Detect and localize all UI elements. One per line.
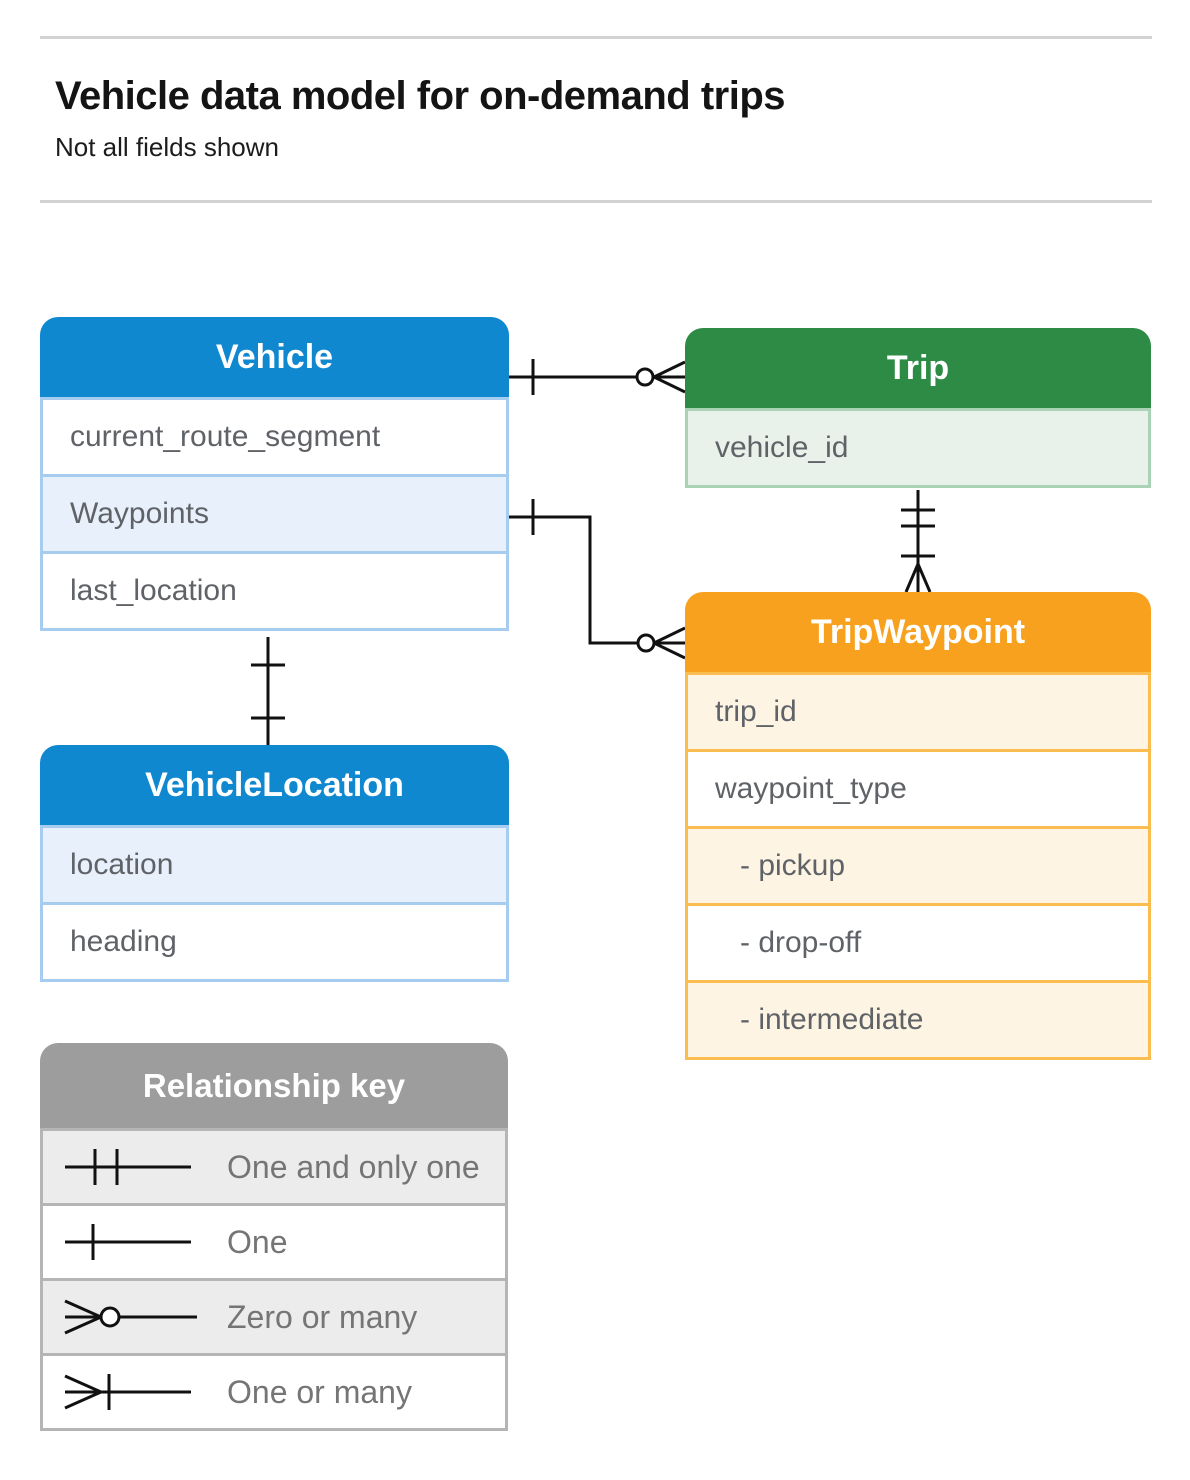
legend-label: One xyxy=(227,1223,288,1260)
crow-foot xyxy=(904,563,932,593)
vehicle-vehiclelocation-connector xyxy=(251,637,285,745)
page-title: Vehicle data model for on-demand trips xyxy=(55,74,786,118)
vehicle-entity-title: Vehicle xyxy=(40,317,509,397)
legend-item-one-or-many: One or many xyxy=(40,1353,508,1431)
crow-foot xyxy=(653,360,686,394)
vehicle-field-last-location: last_location xyxy=(40,551,509,631)
vehicle-entity: Vehicle current_route_segment Waypoints … xyxy=(40,317,509,631)
one-and-only-one-icon xyxy=(65,1149,191,1185)
header-divider xyxy=(40,200,1152,203)
trip-waypoint-entity: TripWaypoint trip_id waypoint_type - pic… xyxy=(685,592,1151,1060)
trip-tripwaypoint-connector xyxy=(901,490,935,593)
trip-waypoint-value-drop-off: - drop-off xyxy=(685,903,1151,983)
top-divider xyxy=(40,36,1152,39)
trip-waypoint-value-pickup: - pickup xyxy=(685,826,1151,906)
crow-foot xyxy=(653,626,686,660)
relationship-key: Relationship key One and only one One xyxy=(40,1043,508,1431)
zero-circle xyxy=(636,633,656,653)
one-icon xyxy=(65,1224,191,1260)
vehicle-field-current-route-segment: current_route_segment xyxy=(40,397,509,477)
legend-label: Zero or many xyxy=(227,1298,418,1335)
zero-circle xyxy=(635,367,655,387)
trip-waypoint-value-intermediate: - intermediate xyxy=(685,980,1151,1060)
vehicle-location-field-location: location xyxy=(40,825,509,905)
vehicle-location-entity: VehicleLocation location heading xyxy=(40,745,509,982)
trip-waypoint-entity-title: TripWaypoint xyxy=(685,592,1151,672)
trip-waypoint-field-trip-id: trip_id xyxy=(685,672,1151,752)
legend-item-one-and-only-one: One and only one xyxy=(40,1128,508,1206)
vehicle-location-entity-title: VehicleLocation xyxy=(40,745,509,825)
vehicle-waypoints-tripwaypoint-connector xyxy=(509,499,686,660)
legend-label: One and only one xyxy=(227,1148,480,1185)
one-and-only-one-ticks xyxy=(251,663,285,720)
legend-label: One or many xyxy=(227,1373,412,1410)
zero-or-many-icon xyxy=(64,1299,197,1335)
legend-item-one: One xyxy=(40,1203,508,1281)
trip-entity-title: Trip xyxy=(685,328,1151,408)
one-and-only-one-ticks xyxy=(901,508,935,528)
page-subtitle: Not all fields shown xyxy=(55,132,279,162)
vehicle-field-waypoints: Waypoints xyxy=(40,474,509,554)
legend-item-zero-or-many: Zero or many xyxy=(40,1278,508,1356)
trip-waypoint-field-waypoint-type: waypoint_type xyxy=(685,749,1151,829)
relationship-key-title: Relationship key xyxy=(40,1043,508,1128)
vehicle-trip-connector xyxy=(509,359,686,395)
trip-entity: Trip vehicle_id xyxy=(685,328,1151,488)
trip-field-vehicle-id: vehicle_id xyxy=(685,408,1151,488)
one-or-many-icon xyxy=(64,1374,191,1410)
vehicle-location-field-heading: heading xyxy=(40,902,509,982)
